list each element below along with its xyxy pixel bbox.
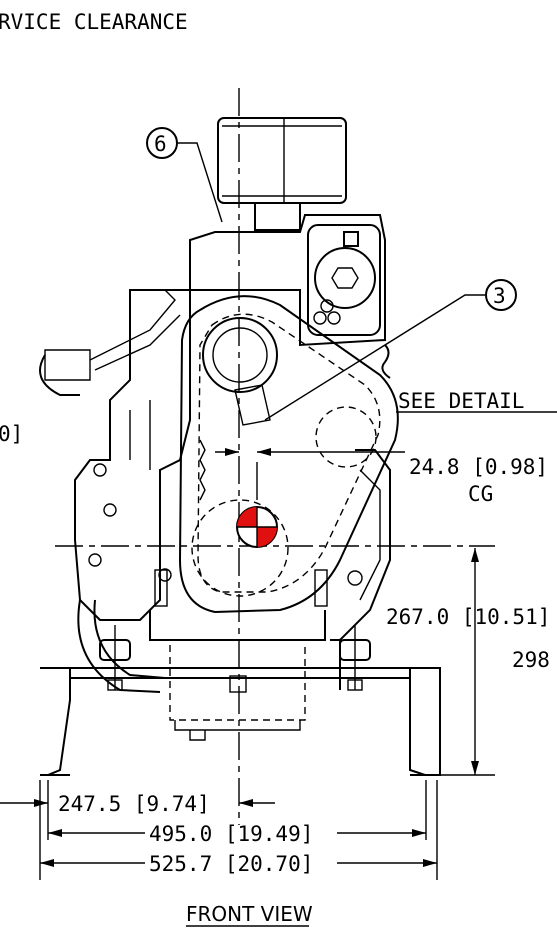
overall-width-value: 525.7 [20.70] [149, 852, 313, 876]
half-width-dimension [0, 799, 275, 807]
header-title: RVICE CLEARANCE [0, 10, 188, 34]
mount-width-dimension [48, 829, 426, 837]
overall-width-dimension [40, 859, 437, 867]
oil-pan [149, 569, 328, 741]
callout-6-label: 6 [154, 132, 167, 156]
left-mount-isolator [99, 625, 131, 691]
front-view-caption: FRONT VIEW [186, 902, 313, 926]
right-mount-isolator [339, 625, 371, 691]
left-fragment-label: 0] [0, 422, 23, 446]
callout-6: 6 [146, 127, 223, 223]
callout-3-label: 3 [493, 284, 506, 308]
half-width-value: 247.5 [9.74] [58, 792, 210, 816]
callout-3: 3 [264, 279, 517, 421]
see-detail-label: SEE DETAIL [398, 389, 524, 413]
belt-drive [178, 295, 399, 614]
mount-width-value: 495.0 [19.49] [149, 822, 313, 846]
height-dimension [440, 548, 495, 776]
cg-offset-dimension [215, 448, 405, 500]
air-cleaner [217, 117, 347, 231]
engine-block-left [39, 289, 191, 693]
cg-label: CG [468, 482, 493, 506]
engine-block-upper [189, 214, 391, 379]
height-value: 267.0 [10.51] [386, 605, 550, 629]
cg-offset-value: 24.8 [0.98] [409, 455, 548, 479]
cg-marker [236, 506, 278, 548]
mounting-base [40, 625, 441, 776]
height-partial-value: 298 [512, 648, 550, 672]
